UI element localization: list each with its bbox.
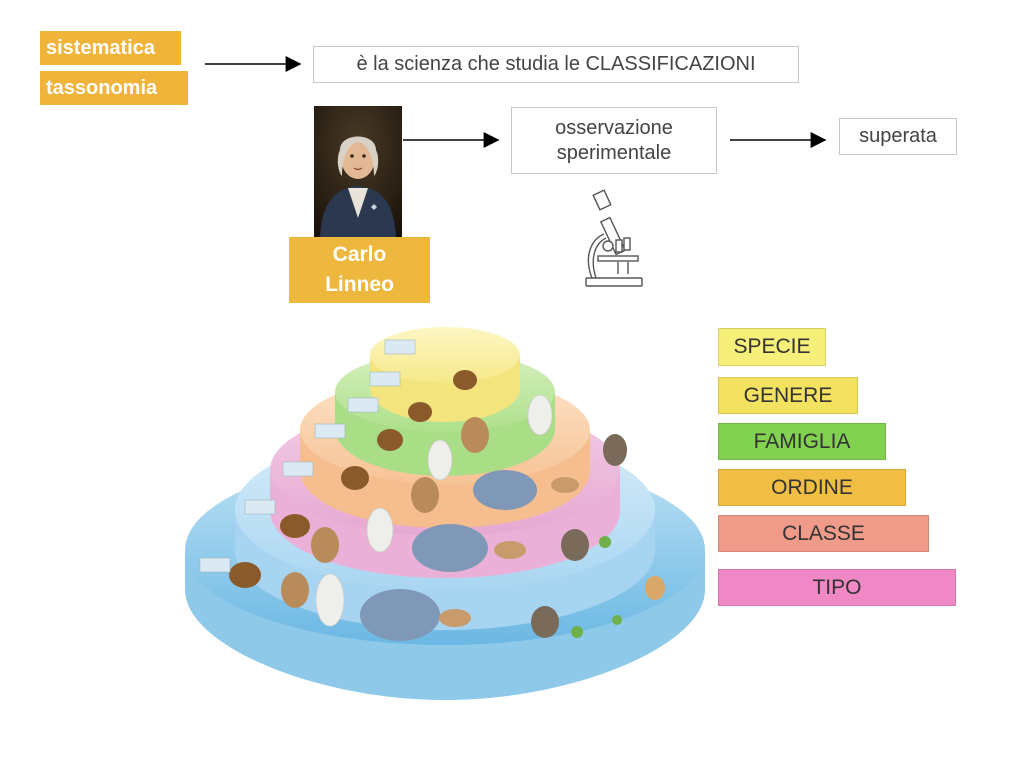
- level-specie-label: SPECIE: [733, 335, 811, 358]
- level-specie: SPECIE: [718, 328, 826, 366]
- level-classe: CLASSE: [718, 515, 929, 552]
- level-tipo-label: TIPO: [812, 575, 862, 599]
- level-tipo: TIPO: [718, 569, 956, 606]
- method-line1: osservazione: [555, 116, 673, 139]
- term-tassonomia: tassonomia: [40, 71, 188, 105]
- microscope-icon: [578, 188, 648, 290]
- level-ordine: ORDINE: [718, 469, 906, 506]
- term-tassonomia-label: tassonomia: [46, 77, 158, 99]
- level-classe-label: CLASSE: [782, 521, 865, 545]
- level-ordine-label: ORDINE: [771, 475, 853, 499]
- status-text: superata: [859, 125, 937, 147]
- definition-box: è la scienza che studia le CLASSIFICAZIO…: [313, 46, 799, 83]
- level-famiglia-label: FAMIGLIA: [753, 429, 851, 453]
- term-sistematica: sistematica: [40, 31, 181, 65]
- method-box: osservazione sperimentale: [511, 107, 717, 174]
- method-line2: sperimentale: [556, 141, 672, 164]
- definition-text: è la scienza che studia le CLASSIFICAZIO…: [356, 53, 756, 75]
- classification-pyramid-illustration: [165, 300, 725, 710]
- person-name-box: Carlo Linneo: [289, 237, 430, 303]
- person-name-last: Linneo: [325, 273, 394, 296]
- status-box: superata: [839, 118, 957, 155]
- term-sistematica-label: sistematica: [46, 37, 155, 59]
- level-genere-label: GENERE: [743, 383, 833, 407]
- level-genere: GENERE: [718, 377, 858, 414]
- person-name-first: Carlo: [332, 242, 387, 266]
- level-famiglia: FAMIGLIA: [718, 423, 886, 460]
- arrows-layer: [205, 56, 827, 148]
- portrait-icon: [314, 106, 402, 237]
